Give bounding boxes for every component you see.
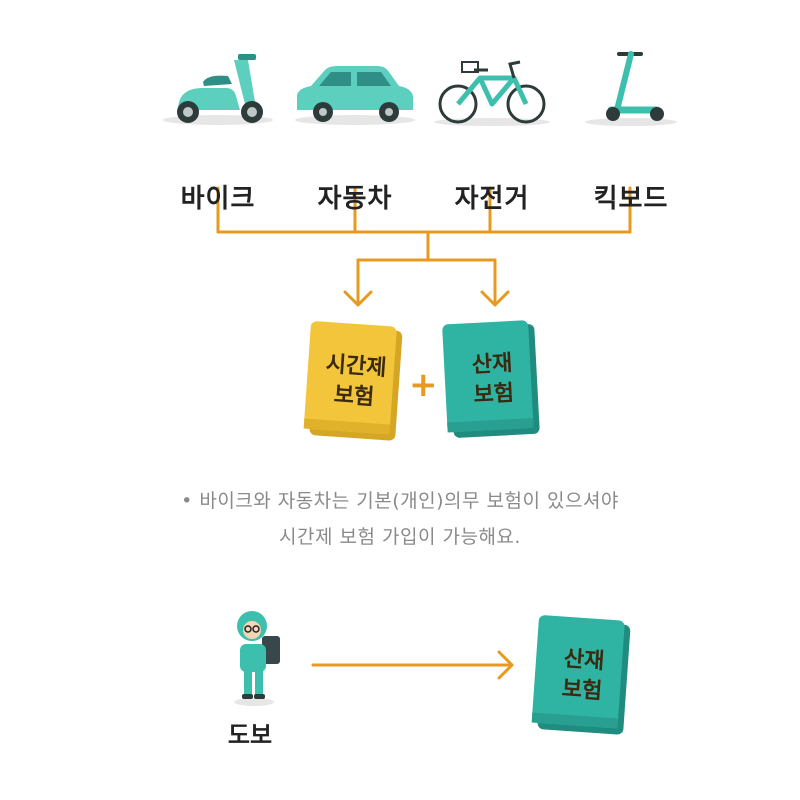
vehicle-bicycle: 자전거 [422,40,562,214]
vehicle-label-bike: 바이크 [180,184,256,214]
vehicle-label-car: 자동차 [317,184,393,214]
note-line-1: • 바이크와 자동차는 기본(개인)의무 보험이 있으셔야 [100,486,700,513]
book-icon-teal [442,320,540,438]
industrial-accident-insurance-book: 산재 보험 [440,317,546,442]
walker-industrial-insurance-book: 산재 보험 [529,613,637,740]
car-icon [295,66,415,125]
kickboard-icon [585,51,677,126]
book-icon-yellow [303,321,403,441]
vehicle-car: 자동차 [285,40,425,214]
note-bullet: • [181,490,193,512]
arrow-to-part-time [343,258,373,307]
walker-label: 도보 [227,721,273,749]
vehicle-bike: 바이크 [148,40,288,214]
book-icon-teal-2 [531,615,631,735]
plus-sign: + [409,365,438,405]
arrow-to-industrial [480,258,510,307]
vehicle-label-bicycle: 자전거 [454,184,530,214]
note-line-2: 시간제 보험 가입이 가능해요. [279,526,521,548]
part-time-insurance-book: 시간제 보험 [301,319,409,446]
scooter-icon [163,54,273,125]
walker-arrow [311,650,514,680]
vehicle-label-kickboard: 킥보드 [593,184,669,214]
walking-courier-icon [234,611,280,706]
bicycle-icon [434,60,550,126]
vehicle-kickboard: 킥보드 [561,40,701,214]
note-text-1: 바이크와 자동차는 기본(개인)의무 보험이 있으셔야 [199,490,619,512]
